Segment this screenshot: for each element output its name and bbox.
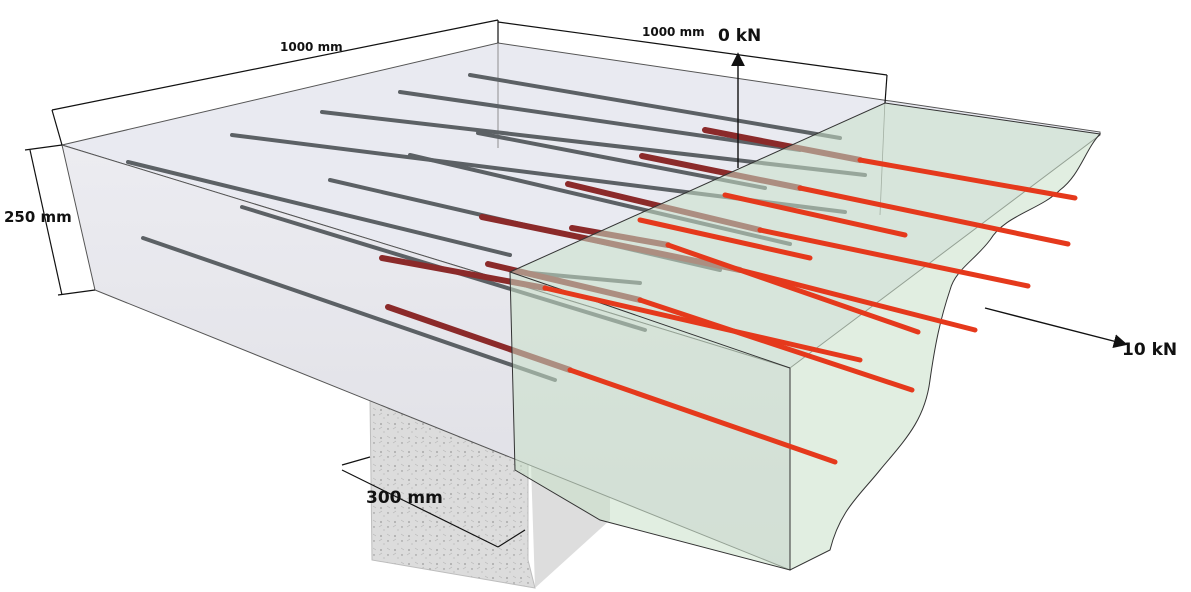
rebar-loaded-2 bbox=[797, 185, 1071, 247]
rebar-loaded-9 bbox=[637, 217, 813, 261]
rebar-loaded-3 bbox=[757, 227, 1031, 289]
rebar-loaded-1 bbox=[857, 157, 1078, 201]
dim-label-slab-left: 1000 mm bbox=[280, 40, 343, 54]
dimension-lines bbox=[24, 19, 888, 548]
dim-label-slab-right: 1000 mm bbox=[642, 25, 705, 39]
dim-label-slab-height: 250 mm bbox=[4, 208, 72, 226]
rebar-plain-8 bbox=[126, 160, 512, 257]
rebar-plain-1 bbox=[468, 73, 842, 140]
rebar-loaded-10 bbox=[722, 192, 908, 238]
rebar-loaded-7 bbox=[637, 297, 915, 393]
rebar-loaded-5 bbox=[665, 242, 921, 335]
rebar-plain-10 bbox=[141, 236, 557, 382]
rebar-loaded-8 bbox=[567, 367, 838, 465]
dim-label-column-width: 300 mm bbox=[366, 488, 443, 508]
rebar-front-layer bbox=[542, 157, 1078, 465]
horizontal-load-arrow bbox=[984, 307, 1128, 348]
section-top-edge bbox=[509, 271, 791, 369]
rebar-loaded-4 bbox=[737, 267, 978, 333]
vertical-load-label: 0 kN bbox=[718, 26, 762, 46]
horizontal-load-label: 10 kN bbox=[1122, 340, 1178, 360]
rebar-loaded-6 bbox=[542, 285, 863, 363]
rebar-plain-2 bbox=[398, 90, 802, 152]
